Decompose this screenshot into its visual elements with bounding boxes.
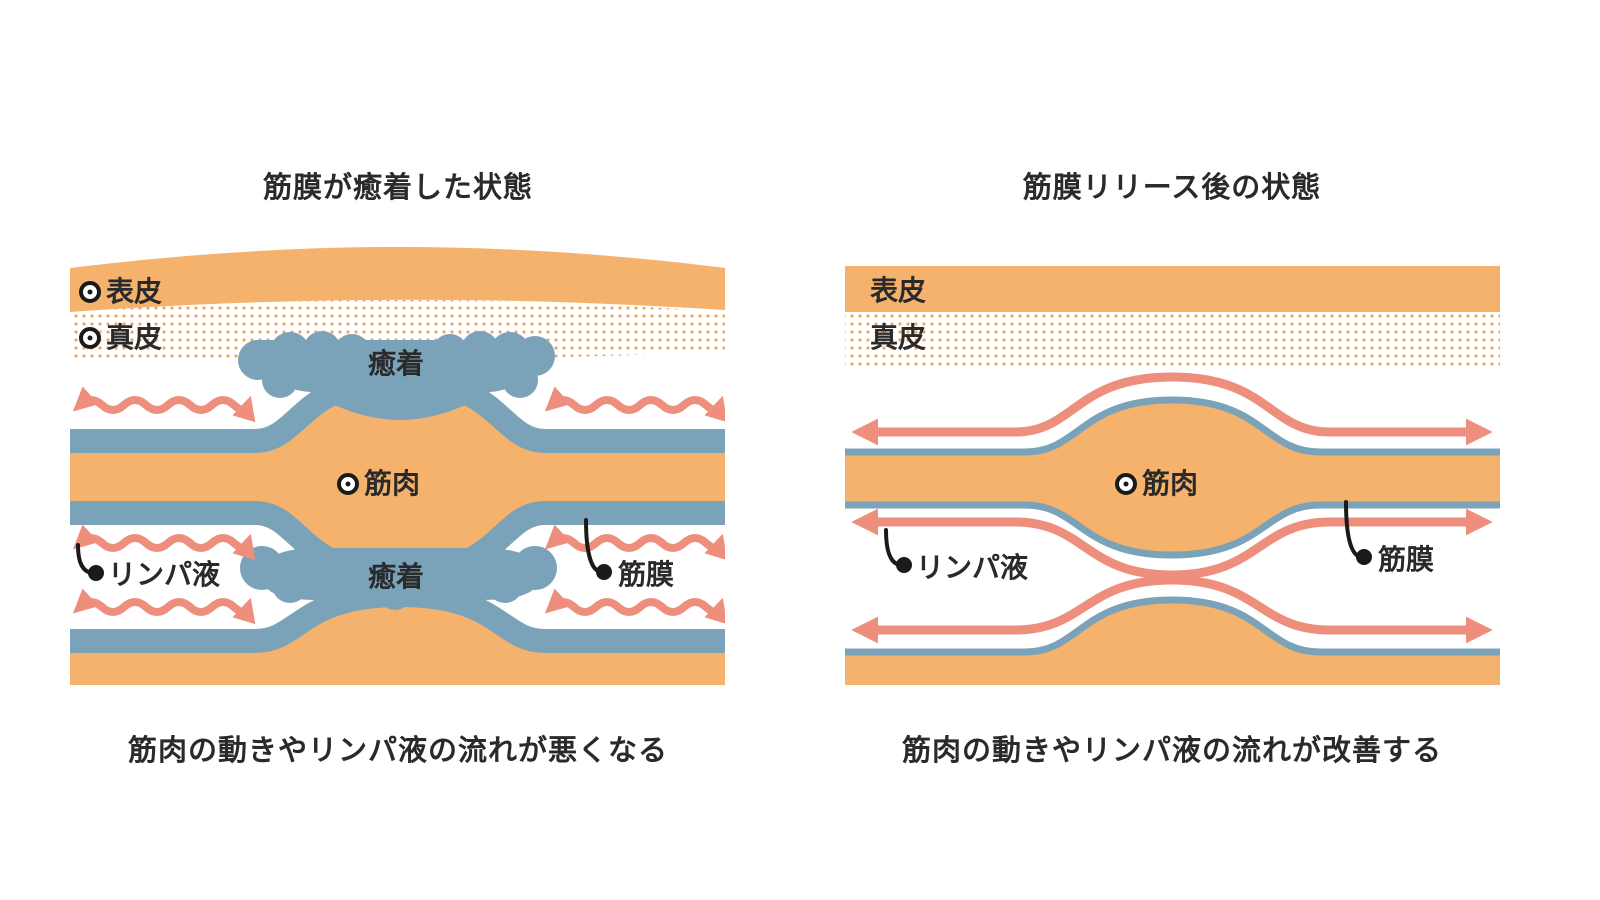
svg-text:筋肉: 筋肉 bbox=[364, 467, 420, 500]
left-label-fascia: 筋膜 bbox=[584, 518, 674, 591]
svg-text:筋膜: 筋膜 bbox=[1378, 543, 1434, 576]
right-label-dermis: 真皮 bbox=[870, 321, 926, 354]
left-label-adhesion-top: 癒着 bbox=[368, 347, 424, 380]
left-dermis-layer bbox=[70, 299, 725, 362]
left-title: 筋膜が癒着した状態 bbox=[263, 170, 533, 204]
svg-text:真皮: 真皮 bbox=[106, 321, 162, 354]
left-adhesion-top-blob bbox=[238, 331, 555, 420]
right-diagram bbox=[845, 266, 1500, 685]
right-lymph-arrows bbox=[851, 372, 1493, 644]
right-dermis-layer bbox=[845, 312, 1500, 368]
left-lymph-arrow-4 bbox=[544, 386, 725, 423]
left-caption: 筋肉の動きやリンパ液の流れが悪くなる bbox=[128, 733, 668, 767]
right-label-epidermis: 表皮 bbox=[870, 274, 926, 307]
left-lymph-arrow-2 bbox=[72, 524, 256, 561]
left-lymph-arrow-5 bbox=[544, 524, 725, 561]
right-label-muscle: 筋肉 bbox=[1115, 467, 1198, 500]
right-lymph-arrow-1 bbox=[851, 372, 1493, 446]
right-epidermis-layer bbox=[845, 266, 1500, 312]
left-epidermis-layer bbox=[70, 247, 725, 312]
svg-text:リンパ液: リンパ液 bbox=[108, 558, 220, 591]
right-label-fascia: 筋膜 bbox=[1344, 500, 1434, 576]
left-muscle-upper bbox=[70, 392, 725, 565]
right-muscle-lower bbox=[845, 600, 1500, 685]
right-muscle-upper bbox=[845, 400, 1500, 555]
svg-text:表皮: 表皮 bbox=[106, 275, 162, 308]
left-label-epidermis: 表皮 bbox=[79, 275, 162, 308]
left-label-lymph: リンパ液 bbox=[76, 543, 220, 591]
right-lymph-arrow-3 bbox=[851, 575, 1493, 644]
right-title: 筋膜リリース後の状態 bbox=[1023, 170, 1322, 204]
left-diagram bbox=[70, 247, 725, 685]
right-caption: 筋肉の動きやリンパ液の流れが改善する bbox=[902, 733, 1442, 767]
left-lymph-arrow-3 bbox=[72, 588, 256, 625]
svg-text:筋肉: 筋肉 bbox=[1142, 467, 1198, 500]
left-adhesion-bottom-blob bbox=[240, 546, 557, 610]
left-label-adhesion-bottom: 癒着 bbox=[368, 560, 424, 593]
left-muscle-lower bbox=[70, 605, 725, 685]
svg-text:リンパ液: リンパ液 bbox=[916, 551, 1028, 584]
right-label-lymph: リンパ液 bbox=[884, 528, 1028, 584]
left-label-muscle: 筋肉 bbox=[337, 467, 420, 500]
right-lymph-arrow-2 bbox=[851, 508, 1493, 580]
left-label-dermis: 真皮 bbox=[79, 321, 162, 354]
left-lymph-arrow-6 bbox=[544, 588, 725, 625]
left-lymph-arrow-1 bbox=[72, 386, 256, 423]
left-lymph-arrows bbox=[72, 386, 725, 625]
svg-text:筋膜: 筋膜 bbox=[618, 558, 674, 591]
